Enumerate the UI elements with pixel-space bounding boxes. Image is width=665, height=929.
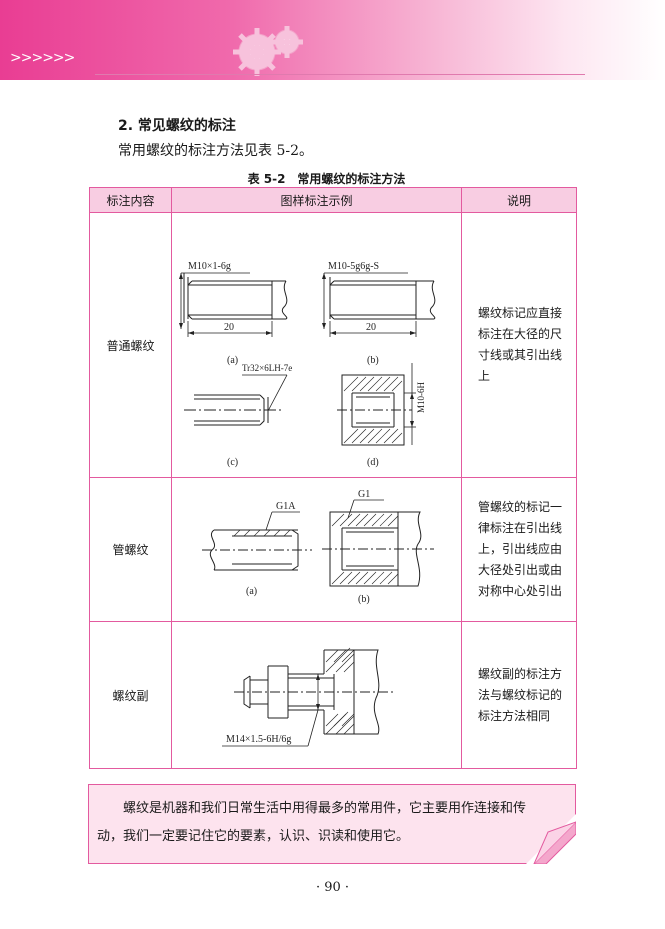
row-label: 螺纹副 [89, 621, 172, 769]
gear-icon [233, 26, 303, 76]
row-description: 螺纹标记应直接标注在大径的尺寸线或其引出线上 [461, 212, 577, 478]
figure-b-label: (b) [367, 355, 379, 366]
column-header: 图样标注示例 [171, 187, 462, 213]
figure-d-label: (d) [367, 457, 379, 468]
thread-pair-figure: M14×1.5-6H/6g [222, 647, 394, 747]
figure-b-mark: G1 [358, 489, 370, 500]
row-description: 管螺纹的标记一律标注在引出线上，引出线应由大径处引出或由对称中心处引出 [461, 477, 577, 622]
figure-a-label: (a) [227, 355, 238, 366]
figure-a-mark: G1A [276, 501, 296, 512]
figure-d-mark: M10-6H [416, 382, 426, 413]
row-label: 管螺纹 [89, 477, 172, 622]
table-row: 螺纹副 [89, 621, 577, 769]
figure-b-mark: M10-5g6g-S [328, 261, 379, 272]
page-fold-icon [526, 814, 576, 864]
figure-cell: M10×1-6g 20 (a) M10-5g6g-S 20 (b) Tr32×6… [171, 212, 462, 478]
figure-a-label: (a) [246, 586, 257, 597]
section-title: 2. 常见螺纹的标注 [118, 118, 236, 134]
header-band [0, 0, 665, 80]
figure-b-dim: 20 [366, 322, 376, 333]
table-caption-title: 常用螺纹的标注方法 [297, 172, 406, 186]
column-header: 说明 [461, 187, 577, 213]
table-header-row: 标注内容 图样标注示例 说明 [89, 187, 577, 213]
figure-c-mark: Tr32×6LH-7e [242, 363, 292, 373]
table-caption: 表 5-2 常用螺纹的标注方法 [0, 170, 665, 187]
figure-a-dim: 20 [224, 322, 234, 333]
page-number: · 90 · [315, 880, 350, 895]
thread-annotation-table: 标注内容 图样标注示例 说明 普通螺纹 [89, 187, 577, 769]
ordinary-thread-figure: M10×1-6g 20 (a) M10-5g6g-S 20 (b) Tr32×6… [179, 261, 436, 468]
table-row: 管螺纹 [89, 477, 577, 622]
note-box: 螺纹是机器和我们日常生活中用得最多的常用件，它主要用作连接和传动，我们一定要记住… [88, 784, 576, 864]
figure-mark: M14×1.5-6H/6g [226, 734, 291, 745]
row-label: 普通螺纹 [89, 212, 172, 478]
section-intro: 常用螺纹的标注方法见表 5-2。 [118, 143, 313, 159]
pipe-thread-figure: G1A (a) G1 (b) [202, 489, 434, 605]
note-text: 螺纹是机器和我们日常生活中用得最多的常用件，它主要用作连接和传动，我们一定要记住… [97, 801, 527, 844]
figure-a-mark: M10×1-6g [188, 261, 231, 272]
header-rule [95, 74, 585, 75]
table-caption-number: 表 5-2 [247, 172, 286, 186]
chevron-decor-icon: >>>>>> [10, 50, 75, 66]
figure-c-label: (c) [227, 457, 238, 468]
figure-cell: M14×1.5-6H/6g [171, 621, 462, 769]
table-row: 普通螺纹 [89, 212, 577, 478]
row-description: 螺纹副的标注方法与螺纹标记的标注方法相同 [461, 621, 577, 769]
figure-cell: G1A (a) G1 (b) [171, 477, 462, 622]
figure-b-label: (b) [358, 594, 370, 605]
column-header: 标注内容 [89, 187, 172, 213]
